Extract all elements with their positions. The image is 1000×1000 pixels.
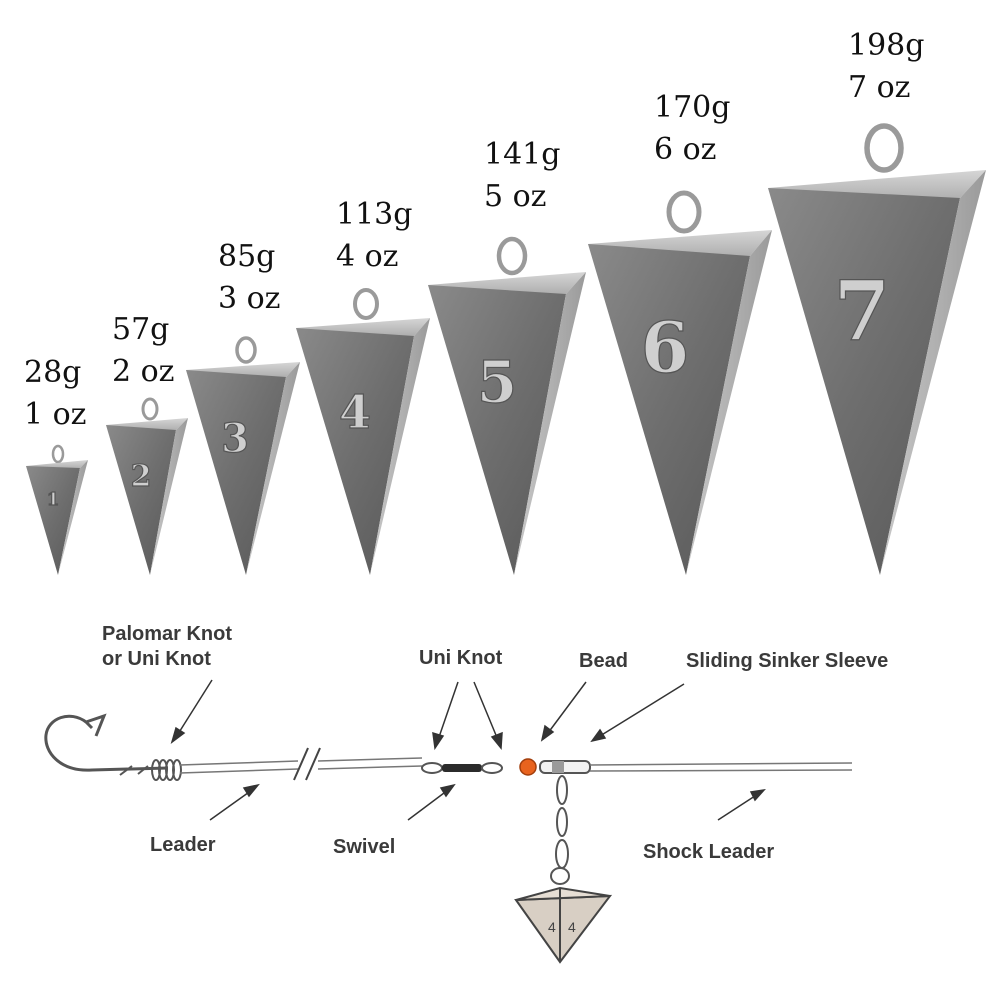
sinker-1-grams: 28g: [24, 355, 81, 390]
sinker-7-number: 7: [833, 264, 890, 360]
rig-diagram: 4 4 Palomar Knot or Uni Knot Uni Knot B: [44, 623, 888, 964]
sinker-6-ounces: 6 oz: [654, 132, 717, 167]
sinker-row: 1 28g 1 oz 2 57g 2 oz 3 85g 3 oz: [24, 28, 986, 575]
sinker-2-eyelet: [141, 397, 159, 421]
sinker-3-face-right: [246, 362, 300, 575]
leader-label: Leader: [150, 834, 216, 856]
sinker-5: 5: [428, 236, 586, 575]
sinker-2: 2: [106, 397, 188, 575]
sinker-6-number: 6: [641, 306, 690, 389]
sinker-6-face-right: [686, 230, 772, 575]
sinker-5-number: 5: [477, 348, 517, 416]
sinker-2-ounces: 2 oz: [112, 354, 175, 389]
sinker-6-eyelet: [666, 190, 702, 234]
hook-icon: [44, 713, 169, 772]
bead-label: Bead: [579, 650, 628, 672]
sinker-3-grams: 85g: [218, 239, 275, 274]
sinker-7: 7: [768, 123, 986, 575]
sinker-3-ounces: 3 oz: [218, 281, 281, 316]
sinker-5-face-right: [514, 272, 586, 575]
sinker-2-number: 2: [131, 459, 152, 494]
palomar-knot-label-line2: or Uni Knot: [102, 648, 211, 670]
sinker-1-face-left: [26, 466, 80, 575]
sinker-4-face-left: [296, 328, 414, 575]
sinker-2-grams: 57g: [112, 312, 169, 347]
snap-chain-icon: [550, 775, 570, 885]
shock-leader-label: Shock Leader: [643, 841, 774, 863]
sinker-3-number: 3: [221, 415, 249, 462]
palomar-knot-icon: [151, 759, 182, 781]
sinker-6-face-left: [588, 244, 750, 575]
sinker-4-grams: 113g: [336, 197, 412, 232]
sinker-6-grams: 170g: [654, 90, 730, 125]
line-break-marks: [293, 747, 321, 781]
sinker-7-grams: 198g: [848, 28, 924, 63]
sinker-1: 1: [26, 444, 88, 575]
sinker-4-ounces: 4 oz: [336, 239, 399, 274]
sketch-sinker-mark-left: 4: [548, 919, 556, 935]
swivel-label: Swivel: [333, 836, 395, 858]
sketch-sinker-mark-right: 4: [568, 919, 576, 935]
sinker-4-face-right: [370, 318, 430, 575]
shock-leader-line: [589, 762, 853, 772]
sinker-3: 3: [186, 336, 300, 575]
sinker-7-eyelet: [864, 123, 904, 173]
sinker-7-ounces: 7 oz: [848, 70, 911, 105]
hook-barb: [119, 765, 149, 776]
sketch-sinker-icon: 4 4: [514, 886, 613, 964]
sinker-3-eyelet: [235, 336, 257, 364]
bead-icon: [519, 758, 537, 776]
sinker-5-ounces: 5 oz: [484, 179, 547, 214]
sinker-5-face-left: [428, 285, 566, 575]
leader-line: [179, 757, 423, 774]
sinker-7-face-right: [880, 170, 986, 575]
sinker-7-face-left: [768, 188, 960, 575]
swivel-icon: [421, 762, 503, 774]
sinker-3-face-left: [186, 370, 286, 575]
sinker-5-grams: 141g: [484, 137, 560, 172]
sliding-sinker-sleeve-label: Sliding Sinker Sleeve: [686, 650, 888, 672]
sinker-1-eyelet: [51, 444, 65, 464]
sinker-4: 4: [296, 288, 430, 575]
sinker-4-eyelet: [353, 288, 379, 320]
sinker-2-face-right: [150, 418, 188, 575]
sinker-4-number: 4: [339, 385, 371, 439]
sinker-1-number: 1: [47, 489, 60, 510]
sinker-2-face-left: [106, 425, 176, 575]
annotation-arrows: [170, 679, 766, 821]
sinker-1-ounces: 1 oz: [24, 397, 87, 432]
sinker-1-face-right: [58, 460, 88, 575]
sinker-5-eyelet: [496, 236, 528, 276]
palomar-knot-label-line1: Palomar Knot: [102, 623, 232, 645]
sinker-6: 6: [588, 190, 772, 575]
sliding-sinker-sleeve-icon: [539, 760, 591, 774]
uni-knot-label: Uni Knot: [419, 647, 503, 669]
